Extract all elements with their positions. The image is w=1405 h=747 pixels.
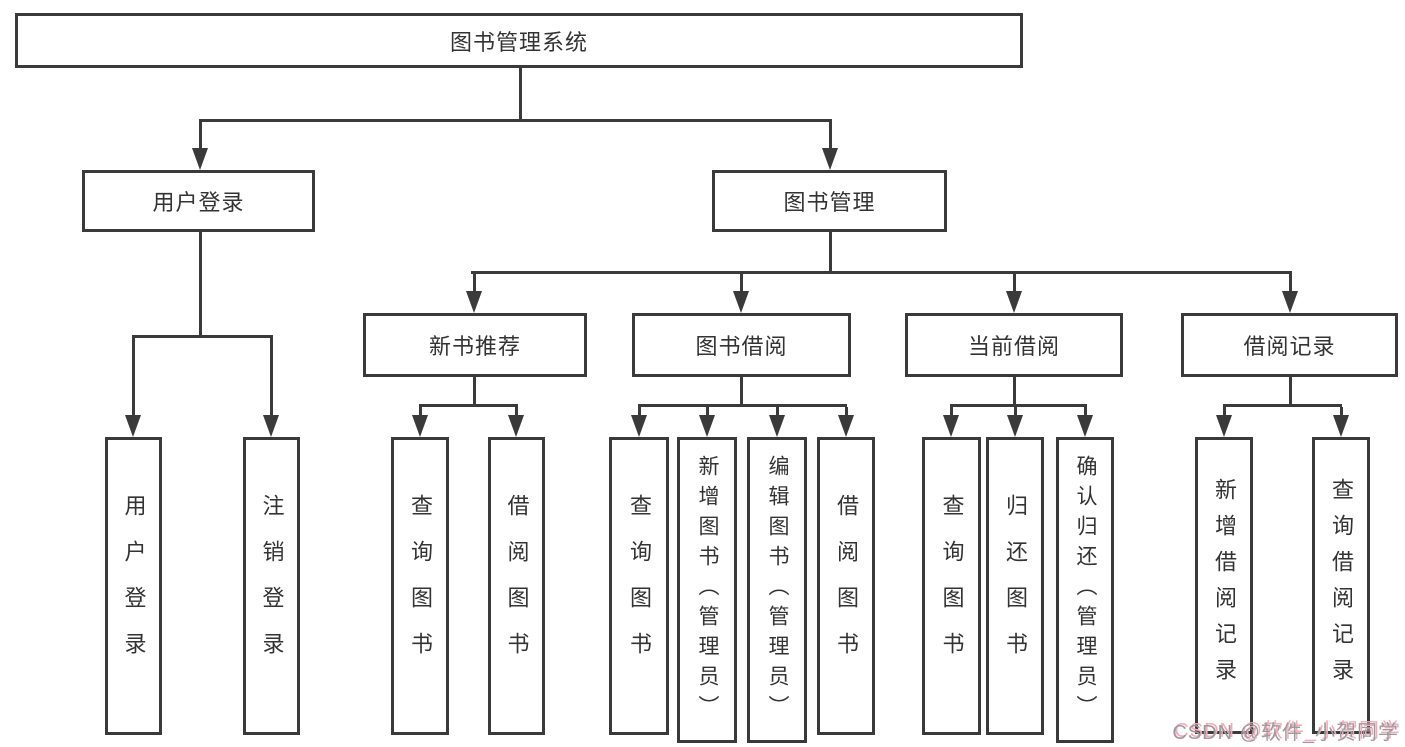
node-borrow-records: 借阅记录 bbox=[1181, 313, 1398, 377]
arrowhead-down bbox=[1077, 415, 1093, 437]
node-user-login-label: 用户登录 bbox=[152, 190, 245, 215]
arrowhead-down bbox=[1007, 415, 1023, 437]
node-nb-query-books: 查询图书 bbox=[391, 437, 449, 735]
connector-vline bbox=[845, 407, 848, 415]
node-current-borrow-label: 当前借阅 bbox=[967, 334, 1060, 359]
connector-vline bbox=[1014, 407, 1017, 415]
node-bb-edit-books: 编辑图书（管理员） bbox=[747, 437, 807, 743]
csdn-watermark: CSDN @软件_小贺同学 bbox=[1172, 722, 1399, 744]
node-bb-edit-books-label: 编辑图书（管理员） bbox=[766, 455, 789, 725]
node-br-add-record-label: 新增借阅记录 bbox=[1212, 477, 1237, 694]
node-cb-confirm-return: 确认归还（管理员） bbox=[1056, 437, 1114, 743]
node-book-mgmt-label: 图书管理 bbox=[783, 190, 876, 215]
connector-vline bbox=[199, 232, 202, 336]
connector-vline bbox=[829, 120, 832, 148]
node-bb-query-books: 查询图书 bbox=[609, 437, 669, 735]
connector-vline bbox=[829, 232, 832, 272]
node-br-query-record-label: 查询借阅记录 bbox=[1329, 477, 1354, 694]
connector-vline bbox=[1084, 407, 1087, 415]
node-nb-borrow-books: 借阅图书 bbox=[488, 437, 545, 735]
arrowhead-down bbox=[1006, 291, 1022, 313]
arrowhead-down bbox=[1333, 415, 1349, 437]
node-cb-confirm-return-label: 确认归还（管理员） bbox=[1074, 455, 1097, 725]
connector-vline bbox=[638, 407, 641, 415]
node-root: 图书管理系统 bbox=[15, 13, 1023, 68]
arrowhead-down bbox=[699, 415, 715, 437]
node-borrow-records-label: 借阅记录 bbox=[1243, 334, 1336, 359]
connector-vline bbox=[519, 68, 522, 120]
arrowhead-down bbox=[631, 415, 647, 437]
node-leaf-user-login: 用户登录 bbox=[105, 437, 162, 735]
node-new-book-rec-label: 新书推荐 bbox=[428, 334, 521, 359]
connector-vline bbox=[1289, 272, 1292, 291]
node-cb-return-books: 归还图书 bbox=[986, 437, 1044, 735]
node-leaf-user-login-label: 用户登录 bbox=[121, 494, 147, 678]
connector-hline bbox=[471, 271, 1292, 274]
node-root-label: 图书管理系统 bbox=[449, 29, 588, 55]
connector-hline bbox=[199, 119, 832, 122]
connector-hline bbox=[132, 335, 273, 338]
node-br-query-record: 查询借阅记录 bbox=[1312, 437, 1370, 734]
node-cb-query-books: 查询图书 bbox=[922, 437, 981, 735]
node-nb-borrow-books-label: 借阅图书 bbox=[504, 494, 530, 678]
node-book-borrow: 图书借阅 bbox=[632, 313, 851, 377]
connector-vline bbox=[706, 407, 709, 415]
node-br-add-record: 新增借阅记录 bbox=[1195, 437, 1253, 734]
connector-vline bbox=[1013, 377, 1016, 407]
node-leaf-logout-label: 注销登录 bbox=[259, 494, 285, 678]
connector-vline bbox=[199, 120, 202, 148]
connector-vline bbox=[1340, 407, 1343, 415]
connector-vline bbox=[270, 336, 273, 415]
connector-vline bbox=[132, 336, 135, 415]
arrowhead-down bbox=[466, 291, 482, 313]
node-bb-query-books-label: 查询图书 bbox=[627, 494, 652, 678]
connector-vline bbox=[515, 407, 518, 415]
arrowhead-down bbox=[769, 415, 785, 437]
node-cb-query-books-label: 查询图书 bbox=[939, 494, 965, 678]
connector-vline bbox=[473, 272, 476, 291]
node-cb-return-books-label: 归还图书 bbox=[1003, 494, 1028, 678]
node-bb-borrow-books-label: 借阅图书 bbox=[834, 494, 859, 678]
node-new-book-rec: 新书推荐 bbox=[363, 313, 587, 377]
arrowhead-down bbox=[943, 415, 959, 437]
connector-vline bbox=[1289, 377, 1292, 407]
node-bb-borrow-books: 借阅图书 bbox=[817, 437, 875, 735]
arrowhead-down bbox=[1216, 415, 1232, 437]
node-nb-query-books-label: 查询图书 bbox=[408, 494, 433, 678]
node-bb-add-books: 新增图书（管理员） bbox=[677, 437, 737, 743]
arrowhead-down bbox=[508, 415, 524, 437]
arrowhead-down bbox=[838, 415, 854, 437]
connector-vline bbox=[740, 272, 743, 291]
connector-vline bbox=[776, 407, 779, 415]
node-book-mgmt: 图书管理 bbox=[712, 170, 947, 232]
node-user-login: 用户登录 bbox=[82, 170, 315, 232]
arrowhead-down bbox=[822, 148, 838, 170]
connector-vline bbox=[1223, 407, 1226, 415]
arrowhead-down bbox=[125, 415, 141, 437]
arrowhead-down bbox=[263, 415, 279, 437]
connector-hline bbox=[950, 404, 1087, 407]
node-leaf-logout: 注销登录 bbox=[243, 437, 300, 735]
arrowhead-down bbox=[192, 148, 208, 170]
connector-vline bbox=[740, 377, 743, 407]
connector-vline bbox=[950, 407, 953, 415]
connector-vline bbox=[419, 407, 422, 415]
node-current-borrow: 当前借阅 bbox=[905, 313, 1123, 377]
connector-vline bbox=[1013, 272, 1016, 291]
connector-hline bbox=[638, 404, 847, 407]
arrowhead-down bbox=[733, 291, 749, 313]
connector-vline bbox=[473, 377, 476, 407]
node-bb-add-books-label: 新增图书（管理员） bbox=[696, 455, 719, 725]
connector-hline bbox=[1223, 404, 1342, 407]
node-book-borrow-label: 图书借阅 bbox=[695, 334, 788, 359]
arrowhead-down bbox=[1282, 291, 1298, 313]
arrowhead-down bbox=[412, 415, 428, 437]
connector-hline bbox=[419, 404, 518, 407]
